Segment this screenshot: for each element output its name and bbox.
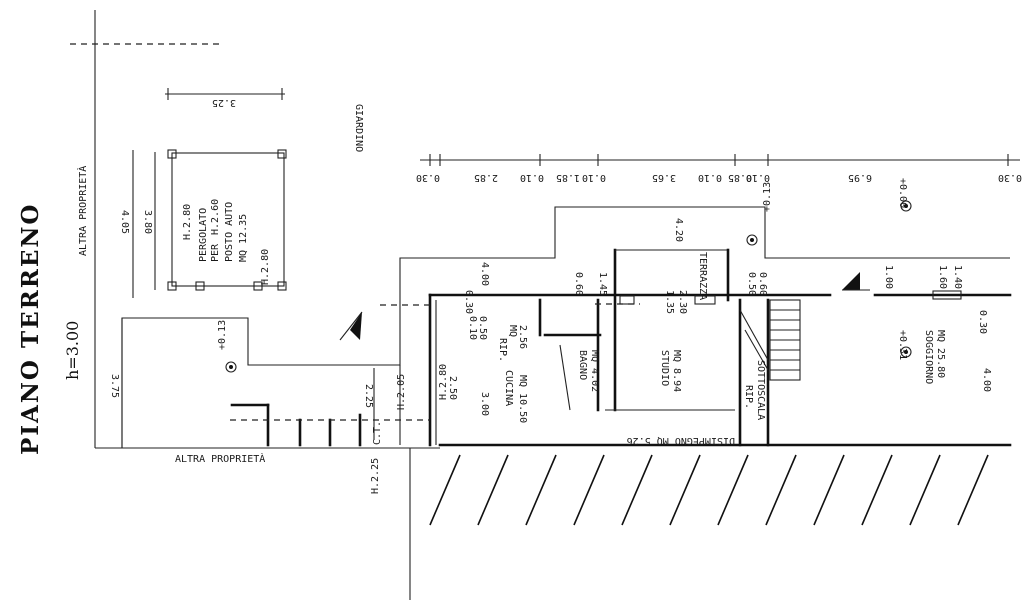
room-soggiorno-area: MQ 25.80 xyxy=(935,330,946,378)
label-altra-proprieta-top: ALTRA PROPRIETÀ xyxy=(76,166,89,256)
dim-325: 3.25 xyxy=(212,97,236,108)
dim-250: 2.50 xyxy=(447,376,458,400)
dim-chain-6: 3.65 xyxy=(652,172,676,183)
room-cucina-name: CUCINA xyxy=(503,370,514,406)
dim-chain-11: 0.30 xyxy=(998,172,1022,183)
hatch-line xyxy=(909,454,941,526)
room-rip-name: RIP. xyxy=(497,338,508,362)
dim-060: 0.60 xyxy=(573,272,584,296)
hatch-line xyxy=(477,454,509,526)
dim-chain-1: 0.30 xyxy=(416,172,440,183)
dim-060b: 0.60 xyxy=(757,272,768,296)
hatch-line xyxy=(957,454,989,526)
dimension-lines xyxy=(132,88,1020,440)
level-label-1: +0.13 xyxy=(217,320,228,350)
section-marks xyxy=(339,272,870,341)
room-studio-area: MQ 8.94 xyxy=(671,350,682,392)
text-labels: ALTRA PROPRIETÀ ALTRA PROPRIETÀ GIARDINO… xyxy=(76,104,946,494)
dim-375: 3.75 xyxy=(109,374,120,398)
level-label-4: +0.00 xyxy=(897,178,908,208)
dim-chain-5: 0.10 xyxy=(582,172,606,183)
hatch-line xyxy=(813,454,845,526)
label-h280-a: H.2.80 xyxy=(182,204,193,240)
title-piano-terreno: PIANO TERRENO xyxy=(17,203,44,455)
label-ct: C.T. xyxy=(372,421,383,445)
label-h280-b: H.2.80 xyxy=(260,249,271,285)
pergolato-area xyxy=(167,149,287,291)
plan-title: PIANO TERRENO h=3.00 xyxy=(17,203,82,455)
dim-420: 4.20 xyxy=(673,218,684,242)
hatch-line xyxy=(669,454,701,526)
hatch-line xyxy=(621,454,653,526)
dim-140: 1.40 xyxy=(952,265,963,289)
room-cucina-area: MQ 10.50 xyxy=(517,375,528,423)
dim-chain-9: 0.10 xyxy=(746,172,770,183)
room-soggiorno-name: SOGGIORNO xyxy=(923,330,934,384)
dim-chain-8: 0.85 xyxy=(728,172,752,183)
label-h280-c: H.2.80 xyxy=(438,364,449,400)
staircase xyxy=(739,299,801,381)
level-label-2: +0.13 xyxy=(762,182,773,212)
dim-225: 2.25 xyxy=(363,384,374,408)
title-height: h=3.00 xyxy=(63,321,82,380)
room-rip-sottoscala-label: SOTTOSCALA xyxy=(755,360,766,420)
dim-010: 0.10 xyxy=(467,316,478,340)
label-h225: H.2.25 xyxy=(370,458,381,494)
hatch-line xyxy=(525,454,557,526)
hatch-line xyxy=(861,454,893,526)
dim-230: 2.30 xyxy=(677,290,688,314)
dim-160: 1.60 xyxy=(937,265,948,289)
room-rip-mq: MQ xyxy=(507,325,518,337)
dim-400b: 4.00 xyxy=(981,368,992,392)
label-altra-proprieta-bottom: ALTRA PROPRIETÀ xyxy=(175,452,265,465)
dim-300: 3.00 xyxy=(479,392,490,416)
room-bagno-name: BAGNO xyxy=(577,350,588,380)
hatch-line xyxy=(429,454,461,526)
property-boundaries xyxy=(70,10,440,600)
dimension-texts: 3.25 4.05 3.80 3.75 2.25 0.30 2.85 0.10 … xyxy=(109,97,1022,416)
label-h205: H.2.05 xyxy=(396,374,407,410)
dim-030b: 0.30 xyxy=(977,310,988,334)
dim-chain-3: 0.10 xyxy=(520,172,544,183)
dim-145: 1.45 xyxy=(597,272,608,296)
dim-400a: 4.00 xyxy=(479,262,490,286)
label-giardino: GIARDINO xyxy=(353,104,364,152)
hatch-line xyxy=(717,454,749,526)
room-disimpegno: DISIMPEGNO MQ 5.26 xyxy=(627,435,735,446)
hatch-line xyxy=(573,454,605,526)
room-bagno-area: MQ 4.02 xyxy=(589,350,600,392)
room-studio-name: STUDIO xyxy=(659,350,670,386)
dim-chain-10: 6.95 xyxy=(848,172,872,183)
dim-chain-2: 2.85 xyxy=(474,172,498,183)
dim-405: 4.05 xyxy=(119,210,130,234)
room-pergolato-name: PERGOLATO xyxy=(198,208,209,262)
room-pergolato-per: PER xyxy=(210,243,221,262)
building-walls xyxy=(95,206,1012,449)
dim-chain-4: 1.85 xyxy=(556,172,580,183)
dim-135: 1.35 xyxy=(664,290,675,314)
room-rip-sottoscala-name: RIP. xyxy=(743,385,754,409)
room-pergolato-use: POSTO AUTO xyxy=(224,202,235,262)
dim-100: 1.00 xyxy=(883,265,894,289)
room-terrazza-name: TERRAZZA xyxy=(697,252,708,300)
hatch-line xyxy=(765,454,797,526)
level-label-3: +0.31 xyxy=(897,330,908,360)
level-markers xyxy=(225,200,912,373)
dim-030a: 0.30 xyxy=(463,290,474,314)
room-pergolato-area: MQ 12.35 xyxy=(238,214,249,262)
dim-chain-7: 0.10 xyxy=(698,172,722,183)
dim-380: 3.80 xyxy=(142,210,153,234)
dim-050: 0.50 xyxy=(477,316,488,340)
room-pergolato-height: H.2.60 xyxy=(210,199,221,235)
room-rip-area: 2.56 xyxy=(517,325,528,349)
hatched-area xyxy=(429,454,989,526)
dim-050b: 0.50 xyxy=(746,272,757,296)
